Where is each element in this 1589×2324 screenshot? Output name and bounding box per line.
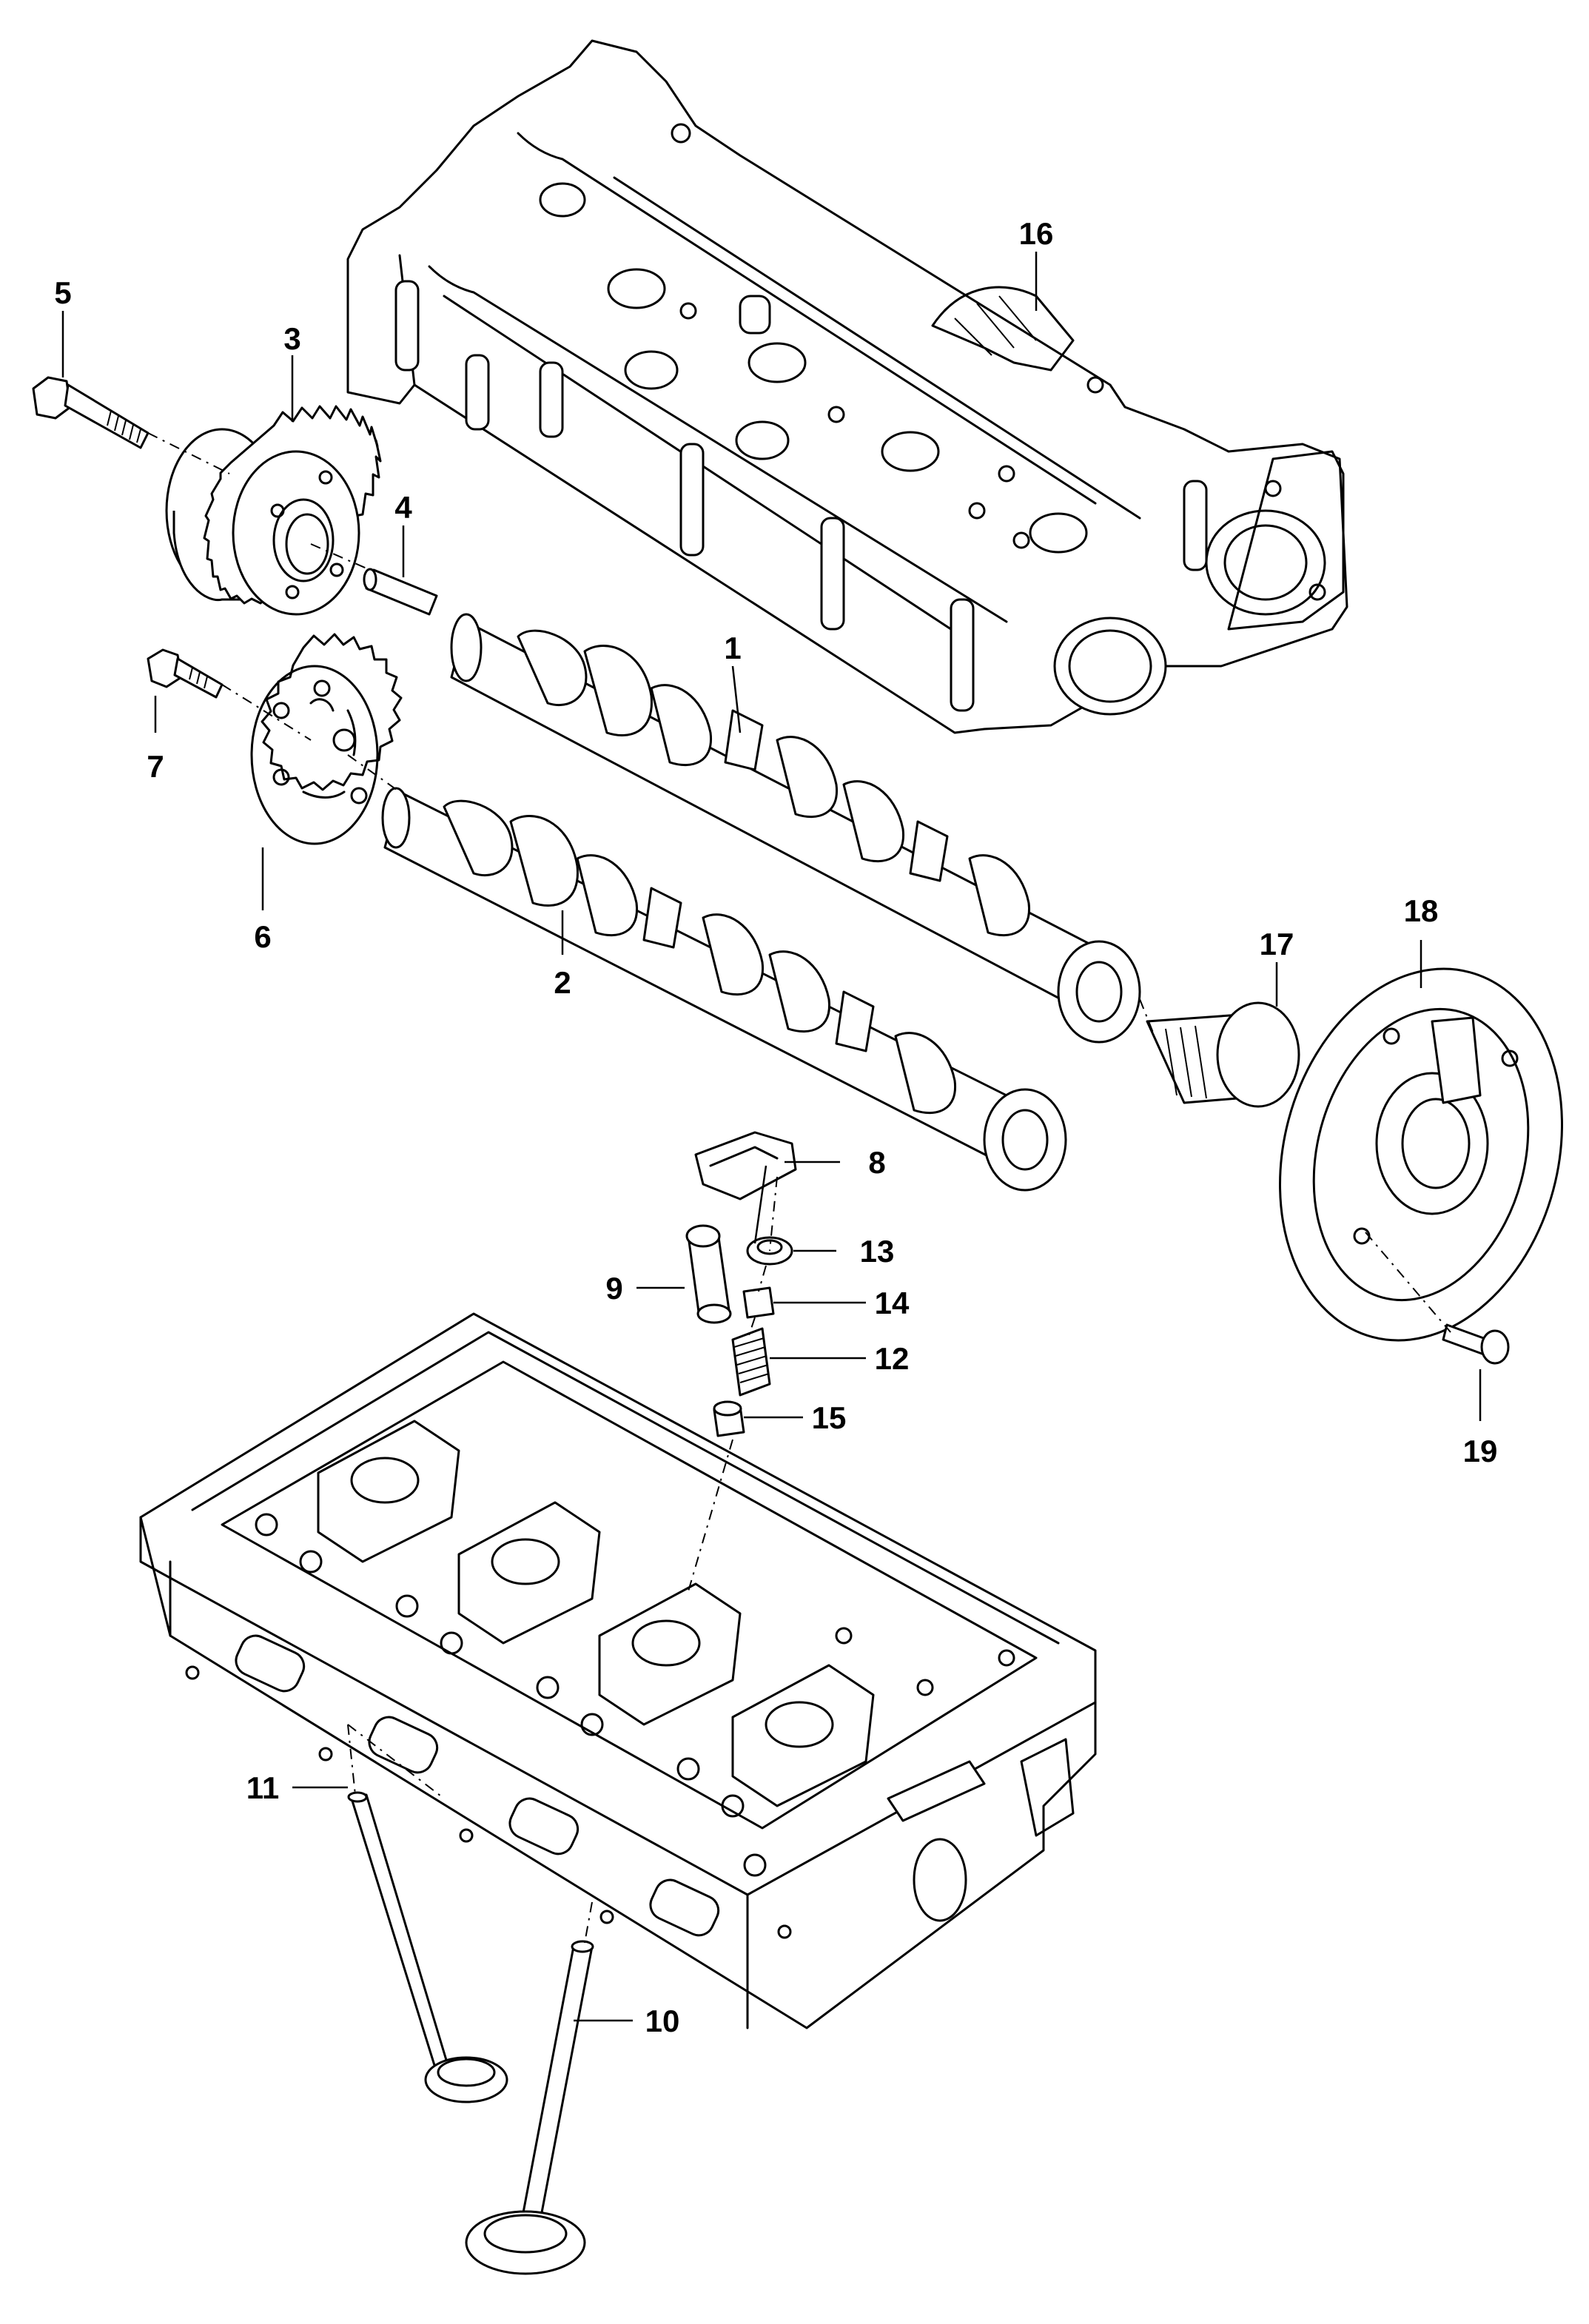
leader-lines: [61, 252, 1482, 2022]
callout-4: 4: [394, 490, 412, 525]
callout-1: 1: [724, 631, 741, 665]
callout-8: 8: [868, 1145, 885, 1180]
callout-labels: 5 3 4 1 7 6 2 16 17 18 8 13 9 14 12 15 1…: [54, 216, 1497, 2038]
camshaft-1: [450, 613, 1141, 1044]
valve-11: [347, 1791, 508, 2103]
callout-14: 14: [875, 1286, 910, 1320]
callout-18: 18: [1404, 893, 1439, 928]
callout-17: 17: [1260, 927, 1294, 961]
hydraulic-tappet-9: [685, 1224, 732, 1324]
callout-11: 11: [246, 1770, 279, 1805]
callout-7: 7: [147, 749, 164, 784]
callout-3: 3: [283, 321, 300, 356]
bolt-5: [32, 376, 150, 449]
callout-13: 13: [860, 1234, 895, 1269]
plug-17: [1146, 1001, 1300, 1108]
valve-stem-seal-15: [713, 1400, 745, 1437]
dowel-pin-4: [363, 568, 438, 616]
camshaft-sprocket-6: [250, 633, 403, 845]
valve-spring-12: [731, 1327, 771, 1397]
callout-5: 5: [54, 275, 71, 310]
camshaft-sprocket-3: [165, 405, 382, 616]
callout-19: 19: [1463, 1434, 1498, 1468]
center-lines: [147, 432, 1451, 1944]
valve-cotter-14: [742, 1286, 775, 1319]
callout-12: 12: [875, 1341, 910, 1376]
camshaft-2: [381, 787, 1067, 1192]
cylinder-head: [139, 1312, 1097, 2029]
screw-19: [1442, 1323, 1510, 1365]
cover-plate-18: [1279, 967, 1563, 1342]
callout-9: 9: [605, 1271, 622, 1306]
camshaft-housing: [346, 39, 1348, 734]
valve-10: [465, 1940, 594, 2275]
bolt-7: [147, 648, 224, 699]
callout-16: 16: [1019, 216, 1054, 251]
rocker-arm-8: [694, 1131, 797, 1200]
callout-6: 6: [254, 919, 271, 954]
callout-10: 10: [645, 2004, 680, 2038]
callout-2: 2: [554, 965, 571, 1000]
callout-15: 15: [812, 1400, 847, 1435]
